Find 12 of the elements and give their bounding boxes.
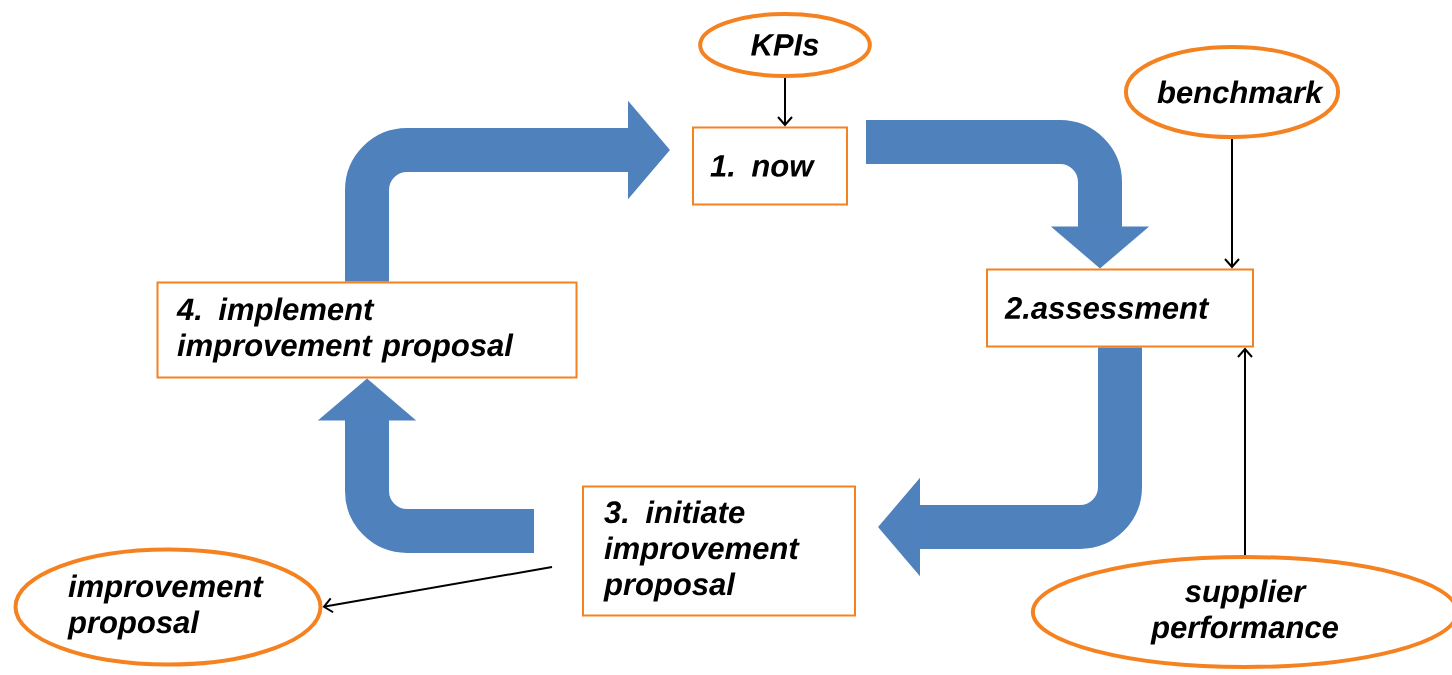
oval-label: benchmark — [1123, 45, 1341, 139]
arrow — [1224, 138, 1240, 269]
oval-label: KPIs — [698, 12, 872, 78]
arrow — [322, 566, 553, 614]
step-box: 3. initiate improvement proposal — [582, 485, 856, 617]
oval-label: supplier performance — [1030, 555, 1452, 669]
step-box: 2.assessment — [986, 268, 1254, 348]
oval-label: improvement proposal — [13, 547, 323, 667]
step-box: 4. implement improvement proposal — [156, 281, 578, 379]
arrow — [1237, 347, 1253, 556]
arrow — [777, 77, 793, 127]
step-box: 1. now — [692, 126, 848, 206]
